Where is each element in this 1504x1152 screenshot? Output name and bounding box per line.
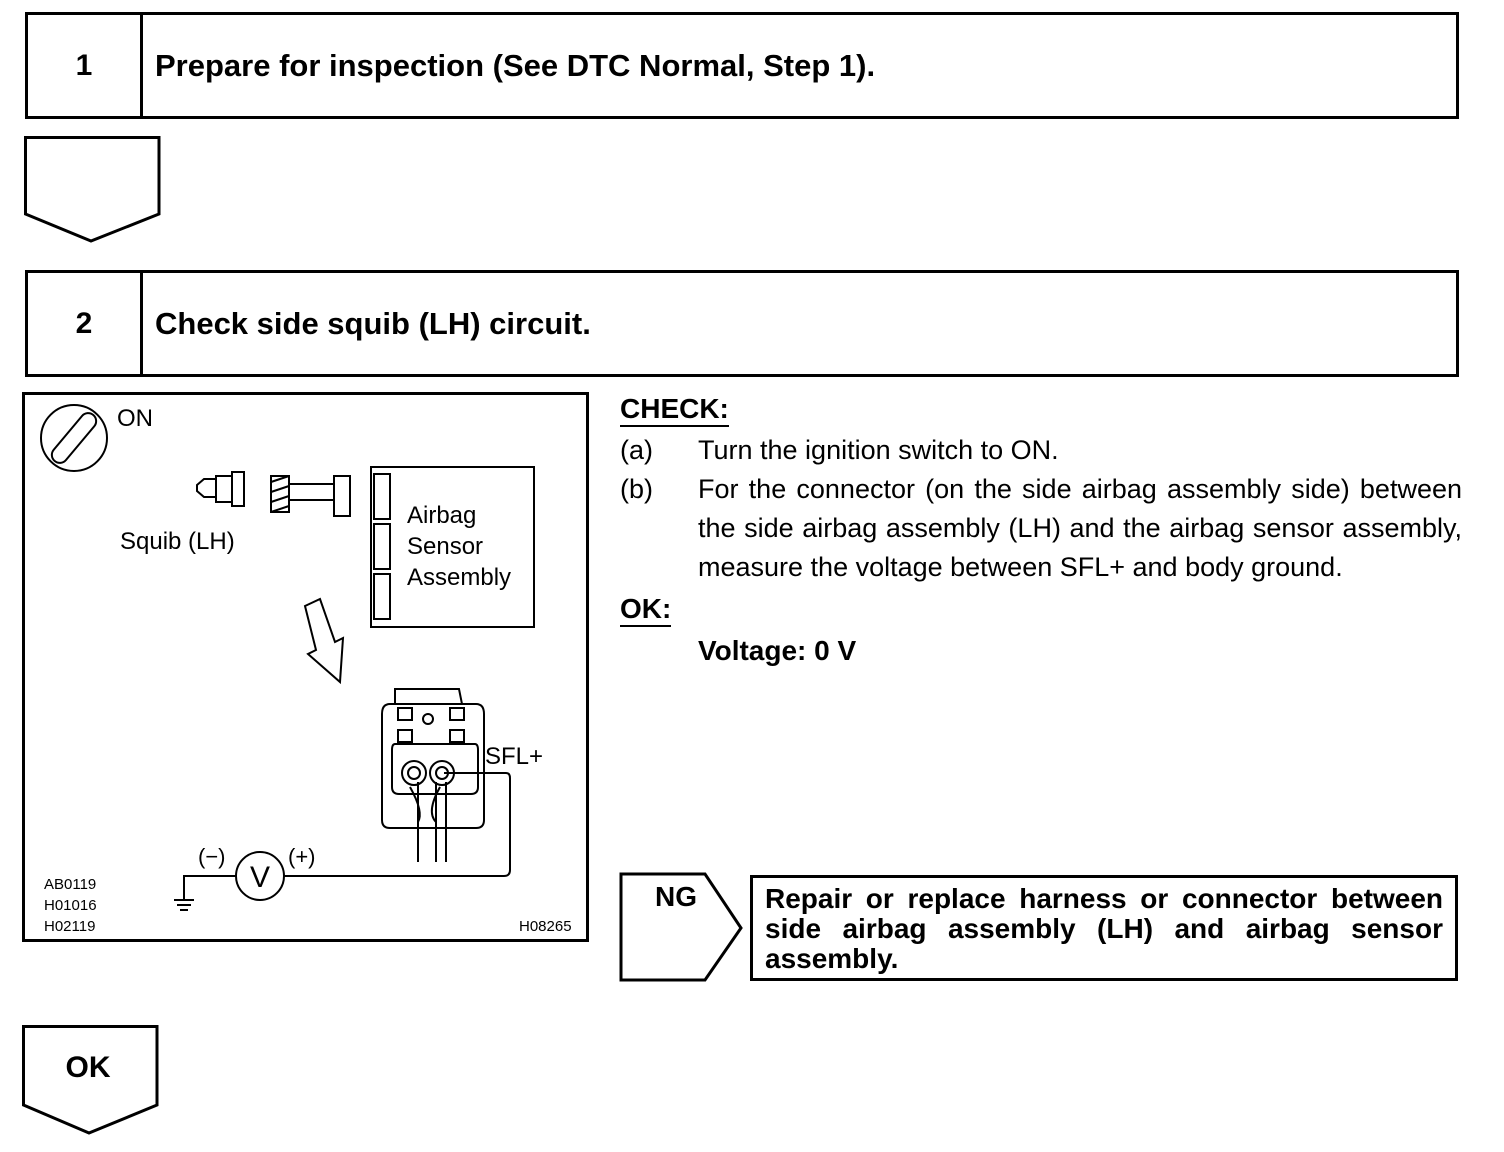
step-2-title: Check side squib (LH) circuit.: [155, 305, 591, 341]
figure-code: H08265: [519, 918, 572, 935]
ok-value: Voltage: 0 V: [698, 635, 857, 666]
ok-arrow-label: OK: [66, 1051, 111, 1084]
check-item-a-text: Turn the ignition switch to ON.: [698, 435, 1059, 465]
flow-arrow-down: [24, 136, 161, 243]
plus-label: (+): [288, 844, 316, 869]
sensor-label-line3: Assembly: [407, 564, 511, 591]
ok-arrow: OK: [22, 1025, 159, 1135]
ref-code-2: H01016: [44, 897, 97, 914]
ground-symbol-icon: [174, 899, 194, 911]
check-heading: CHECK:: [620, 393, 729, 427]
sensor-label-line2: Sensor: [407, 533, 483, 560]
test-lead-wire: [284, 772, 511, 877]
step-2-box: 2 Check side squib (LH) circuit.: [25, 270, 1459, 377]
ignition-switch-icon: [40, 404, 108, 472]
minus-label: (−): [198, 844, 226, 869]
ok-heading: OK:: [620, 593, 672, 627]
step-1-number: 1: [28, 15, 143, 116]
ref-code-1: AB0119: [44, 876, 96, 893]
step-2-number: 2: [28, 273, 143, 374]
step-1-title: Prepare for inspection (See DTC Normal, …: [155, 47, 876, 83]
ref-code-3: H02119: [44, 918, 95, 935]
check-section: CHECK: (a) Turn the ignition switch to O…: [620, 390, 1462, 670]
squib-connector-icon: [196, 471, 351, 517]
airbag-sensor-assembly-icon: [370, 466, 535, 628]
ground-lead-wire: [183, 875, 236, 900]
check-item-b-text: For the connector (on the side airbag as…: [698, 474, 1462, 582]
voltmeter-icon: [235, 851, 285, 901]
step-1-box: 1 Prepare for inspection (See DTC Normal…: [25, 12, 1459, 119]
ng-arrow: NG: [619, 872, 743, 982]
check-item-b: (b) For the connector (on the side airba…: [620, 470, 1462, 587]
check-item-a-letter: (a): [620, 435, 653, 465]
ignition-on-label: ON: [117, 405, 153, 432]
squib-label: Squib (LH): [120, 528, 235, 555]
sensor-label-line1: Airbag: [407, 502, 476, 529]
terminal-label: SFL+: [485, 743, 543, 770]
voltmeter-symbol: V: [250, 861, 270, 894]
check-item-b-letter: (b): [620, 474, 653, 504]
check-item-a: (a) Turn the ignition switch to ON.: [620, 431, 1462, 470]
ng-action-box: Repair or replace harness or connector b…: [750, 875, 1458, 981]
ng-label: NG: [655, 881, 697, 912]
direction-arrow-icon: [303, 597, 345, 685]
inspection-figure: ON Squib (LH) Airbag Sensor Assembly: [22, 392, 589, 942]
